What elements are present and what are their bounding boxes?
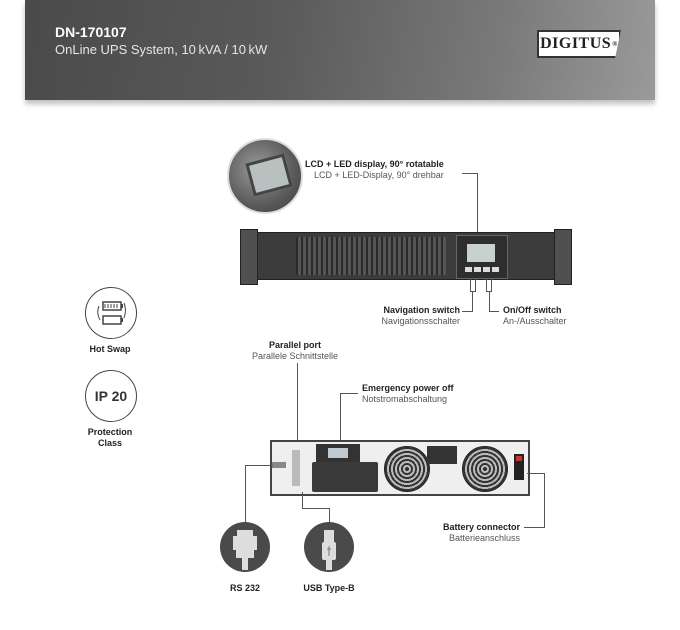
lcd-callout: LCD + LED display, 90° rotatable LCD + L… bbox=[305, 159, 444, 180]
parallel-port-callout: Parallel port Parallele Schnittstelle bbox=[251, 340, 339, 361]
hot-swap-label: Hot Swap bbox=[89, 344, 131, 354]
lcd-detail-image bbox=[227, 138, 303, 214]
usb-type-b-label: USB Type-B bbox=[303, 583, 355, 593]
navigation-switch-callout: Navigation switch Navigationsschalter bbox=[381, 305, 460, 326]
digitus-logo: DIGITUS® bbox=[537, 30, 621, 58]
battery-connector-callout: Battery connector Batterieanschluss bbox=[442, 522, 520, 543]
product-subtitle: OnLine UPS System, 10 kVA / 10 kW bbox=[55, 42, 268, 57]
emergency-power-off-callout: Emergency power off Notstromabschaltung bbox=[362, 383, 454, 404]
rs232-label: RS 232 bbox=[229, 583, 261, 593]
rs232-connector-icon bbox=[220, 522, 270, 572]
model-number: DN-170107 bbox=[55, 24, 127, 40]
ups-front-view bbox=[240, 229, 572, 285]
ip-rating-icon: IP 20 bbox=[85, 370, 137, 422]
ups-rear-view bbox=[270, 440, 530, 496]
usb-type-b-icon bbox=[304, 522, 354, 572]
lcd-panel bbox=[456, 235, 508, 279]
onoff-switch-callout: On/Off switch An-/Ausschalter bbox=[503, 305, 567, 326]
hot-swap-battery-icon bbox=[85, 287, 137, 339]
header-banner: DN-170107 OnLine UPS System, 10 kVA / 10… bbox=[25, 0, 655, 100]
protection-class-label: Protection Class bbox=[87, 427, 133, 448]
